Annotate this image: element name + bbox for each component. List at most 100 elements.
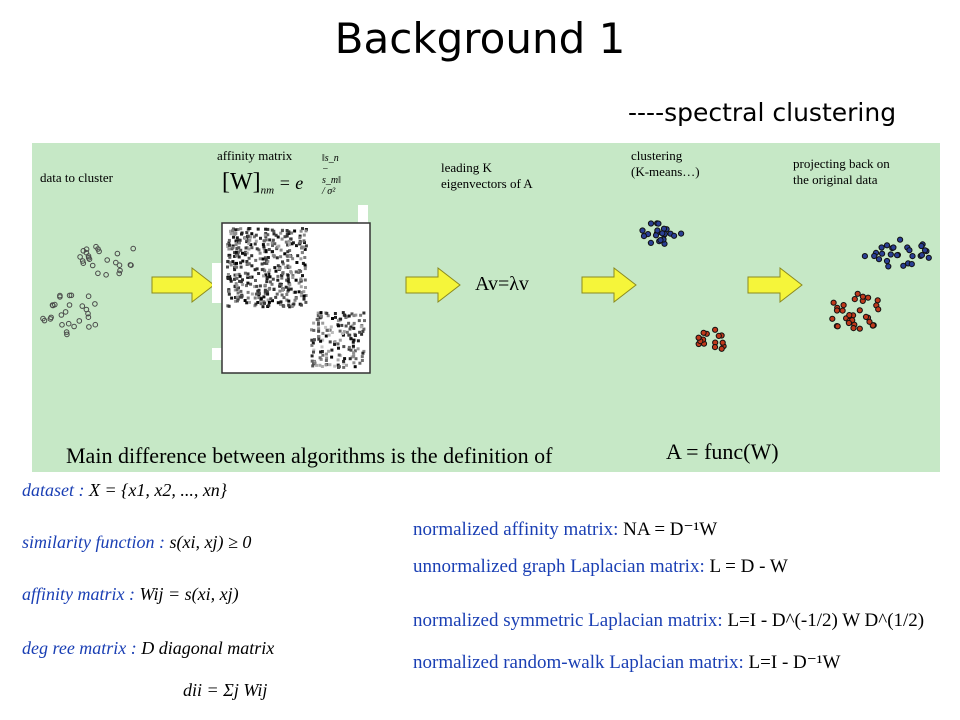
matrix-cell (300, 291, 304, 294)
matrix-cell (356, 339, 360, 343)
data-point (657, 237, 664, 244)
matrix-cell (246, 234, 250, 238)
matrix-cell (263, 301, 266, 305)
matrix-cell (351, 344, 355, 348)
matrix-cell (302, 233, 306, 237)
matrix-cell (237, 255, 241, 259)
matrix-cell (291, 276, 295, 279)
data-point (647, 220, 655, 227)
matrix-cell (233, 284, 237, 288)
matrix-cell (285, 229, 289, 232)
matrix-cell (326, 314, 330, 318)
data-point (906, 247, 913, 254)
matrix-cell (261, 243, 265, 247)
data-point (883, 257, 891, 265)
matrix-cell (348, 327, 352, 331)
matrix-cell (235, 273, 239, 277)
main-difference-equation: A = func(W) (666, 439, 779, 464)
matrix-cell (325, 311, 329, 315)
matrix-cell (231, 246, 235, 250)
matrix-cell (338, 338, 342, 342)
figure-graphics (40, 205, 932, 374)
matrix-cell (262, 239, 266, 243)
matrix-cell (342, 345, 346, 349)
data-point (908, 261, 915, 268)
matrix-cell (353, 349, 357, 353)
matrix-cell (282, 304, 286, 308)
matrix-cell (255, 284, 259, 288)
data-point (861, 253, 869, 260)
matrix-cell (239, 227, 243, 231)
matrix-cell (303, 247, 307, 251)
matrix-cell (239, 280, 243, 284)
matrix-cell (267, 303, 271, 307)
data-point (85, 255, 92, 261)
matrix-cell (234, 296, 237, 299)
matrix-cell (262, 246, 266, 250)
matrix-cell (297, 290, 301, 294)
matrix-cell (303, 267, 307, 271)
matrix-cell (360, 355, 364, 359)
matrix-cell (287, 299, 291, 303)
data-point (83, 249, 90, 256)
matrix-cell (356, 347, 360, 351)
matrix-cell (280, 293, 284, 297)
data-point (719, 339, 726, 346)
matrix-cell (227, 238, 231, 242)
matrix-cell (234, 243, 238, 247)
data-point (79, 303, 86, 309)
matrix-cell (317, 335, 321, 338)
matrix-cell (245, 238, 249, 242)
matrix-cell (274, 269, 278, 273)
matrix-cell (296, 254, 300, 258)
matrix-cell (337, 365, 341, 369)
matrix-cell (274, 295, 278, 299)
matrix-cell (267, 287, 271, 291)
matrix-cell (352, 338, 356, 342)
matrix-cell (259, 302, 263, 306)
matrix-cell (294, 270, 298, 274)
matrix-cell (304, 300, 308, 304)
matrix-cell (311, 341, 315, 345)
matrix-cell (237, 241, 241, 245)
matrix-cell (266, 292, 270, 296)
matrix-cell (320, 365, 324, 368)
matrix-cell (250, 254, 254, 258)
matrix-cell (345, 330, 349, 334)
matrix-cell (343, 357, 347, 361)
matrix-cell (228, 255, 232, 259)
matrix-cell (266, 259, 270, 263)
data-point (103, 272, 109, 278)
matrix-cell (235, 284, 239, 288)
matrix-cell (227, 292, 231, 296)
matrix-cell (352, 326, 356, 330)
data-point (900, 262, 907, 269)
matrix-cell (228, 277, 232, 281)
matrix-cell (271, 299, 274, 303)
matrix-cell (239, 289, 243, 293)
matrix-cell (266, 242, 270, 246)
matrix-cell (347, 347, 351, 351)
definition-affinity: affinity matrix : Wij = s(xi, xj) (22, 584, 239, 604)
matrix-cell (271, 238, 275, 242)
definition-degree: deg ree matrix : D diagonal matrix (22, 638, 275, 658)
matrix-cell (285, 232, 289, 236)
data-point (839, 307, 846, 314)
data-point (64, 331, 70, 338)
matrix-cell (239, 265, 243, 269)
matrix-cell (254, 302, 258, 306)
matrix-side-left-2 (212, 348, 224, 360)
matrix-cell (333, 340, 337, 344)
matrix-cell (269, 297, 273, 301)
matrix-cell (310, 354, 314, 358)
matrix-cell (254, 292, 258, 296)
matrix-cell (338, 329, 342, 333)
matrix-cell (253, 285, 257, 289)
matrix-side-top (358, 205, 368, 225)
matrix-cell (342, 365, 346, 369)
matrix-cell (237, 250, 241, 254)
label-data-to-cluster: data to cluster (40, 170, 113, 185)
matrix-cell (246, 272, 250, 276)
data-point (49, 302, 56, 308)
matrix-cell (265, 262, 269, 265)
